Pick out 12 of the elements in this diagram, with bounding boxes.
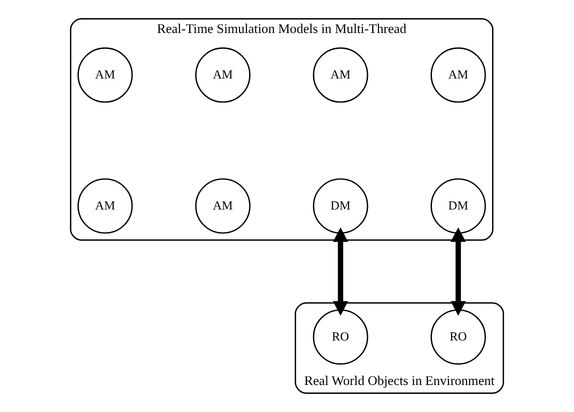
node-circle: AM — [312, 47, 368, 103]
node-circle: AM — [77, 47, 133, 103]
node-circle: AM — [195, 178, 250, 234]
node-circle: DM — [430, 178, 486, 234]
node-circle: RO — [312, 309, 368, 365]
node-circle: AM — [77, 178, 133, 234]
node-circle: RO — [430, 309, 486, 365]
node-circle: AM — [195, 47, 250, 103]
arrow — [450, 227, 466, 316]
arrow — [332, 227, 348, 316]
node-circle: AM — [430, 47, 486, 103]
node-circle: DM — [312, 178, 368, 234]
